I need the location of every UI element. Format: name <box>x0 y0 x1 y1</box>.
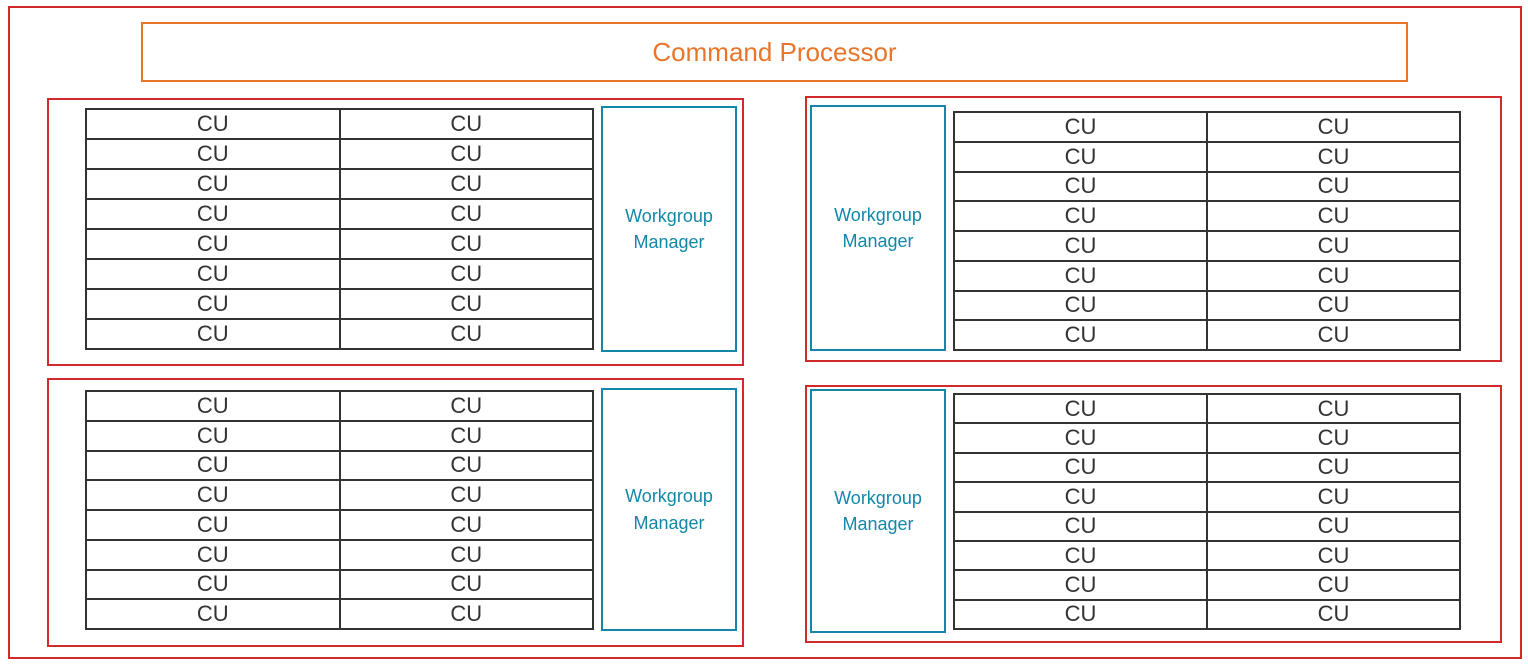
cu-cell: CU <box>1207 452 1460 483</box>
cu-cell: CU <box>1207 112 1460 142</box>
cu-cell: CU <box>1207 570 1460 600</box>
workgroup-manager-box: Workgroup Manager <box>601 388 737 631</box>
cu-cell: CU <box>1207 540 1460 571</box>
cu-cell: CU <box>1207 394 1460 424</box>
cu-cell: CU <box>86 139 340 169</box>
cu-cell: CU <box>954 540 1207 571</box>
cu-cell: CU <box>339 450 593 481</box>
cu-cell: CU <box>339 139 593 169</box>
cu-cell: CU <box>86 510 340 540</box>
cu-cell: CU <box>339 480 593 510</box>
cu-cell: CU <box>339 539 593 570</box>
cu-cell: CU <box>954 482 1207 512</box>
cu-cell: CU <box>86 199 340 229</box>
cu-cell: CU <box>339 510 593 540</box>
workgroup-manager-label: Workgroup Manager <box>834 487 922 534</box>
cu-cell: CU <box>954 570 1207 600</box>
cu-cell: CU <box>86 319 340 349</box>
cu-cell: CU <box>954 112 1207 142</box>
cu-cell: CU <box>1207 511 1460 541</box>
cu-cell: CU <box>339 391 593 421</box>
cu-cell: CU <box>339 599 593 629</box>
cu-cell: CU <box>339 259 593 289</box>
cu-cell: CU <box>86 229 340 259</box>
cu-cell: CU <box>86 289 340 319</box>
command-processor-box: Command Processor <box>141 22 1408 82</box>
cu-cell: CU <box>339 169 593 199</box>
cu-cell: CU <box>954 290 1207 321</box>
cu-cell: CU <box>1207 482 1460 512</box>
workgroup-manager-label: Workgroup Manager <box>625 486 713 533</box>
cu-cell: CU <box>86 259 340 289</box>
cu-cell: CU <box>954 171 1207 202</box>
cu-cell: CU <box>1207 231 1460 261</box>
cu-cell: CU <box>954 599 1207 629</box>
cu-cell: CU <box>1207 141 1460 172</box>
command-processor-label: Command Processor <box>652 36 897 67</box>
cu-cell: CU <box>1207 599 1460 629</box>
cu-cell: CU <box>86 169 340 199</box>
cu-cell: CU <box>339 229 593 259</box>
cu-cell: CU <box>339 319 593 349</box>
cu-cell: CU <box>1207 423 1460 453</box>
cu-cell: CU <box>1207 260 1460 291</box>
cu-cell: CU <box>86 599 340 629</box>
cu-cell: CU <box>86 539 340 570</box>
cu-cell: CU <box>954 423 1207 453</box>
cu-cell: CU <box>1207 290 1460 321</box>
cu-cell: CU <box>1207 201 1460 231</box>
cu-cell: CU <box>954 231 1207 261</box>
cu-cell: CU <box>1207 320 1460 350</box>
cu-cell: CU <box>86 480 340 510</box>
cu-cell: CU <box>86 109 340 139</box>
cu-cell: CU <box>954 141 1207 172</box>
workgroup-manager-box: Workgroup Manager <box>810 389 946 633</box>
cu-cell: CU <box>1207 171 1460 202</box>
cu-cell: CU <box>86 391 340 421</box>
cu-cell: CU <box>339 420 593 451</box>
cu-cell: CU <box>86 450 340 481</box>
cu-cell: CU <box>339 289 593 319</box>
cu-cell: CU <box>86 569 340 600</box>
workgroup-manager-box: Workgroup Manager <box>601 106 737 352</box>
cu-cell: CU <box>954 260 1207 291</box>
workgroup-manager-label: Workgroup Manager <box>625 205 713 252</box>
cu-cell: CU <box>954 394 1207 424</box>
cu-cell: CU <box>339 199 593 229</box>
cu-cell: CU <box>339 109 593 139</box>
cu-cell: CU <box>954 320 1207 350</box>
workgroup-manager-label: Workgroup Manager <box>834 204 922 251</box>
workgroup-manager-box: Workgroup Manager <box>810 105 946 351</box>
cu-cell: CU <box>954 511 1207 541</box>
cu-cell: CU <box>86 420 340 451</box>
cu-cell: CU <box>954 201 1207 231</box>
cu-cell: CU <box>954 452 1207 483</box>
cu-cell: CU <box>339 569 593 600</box>
